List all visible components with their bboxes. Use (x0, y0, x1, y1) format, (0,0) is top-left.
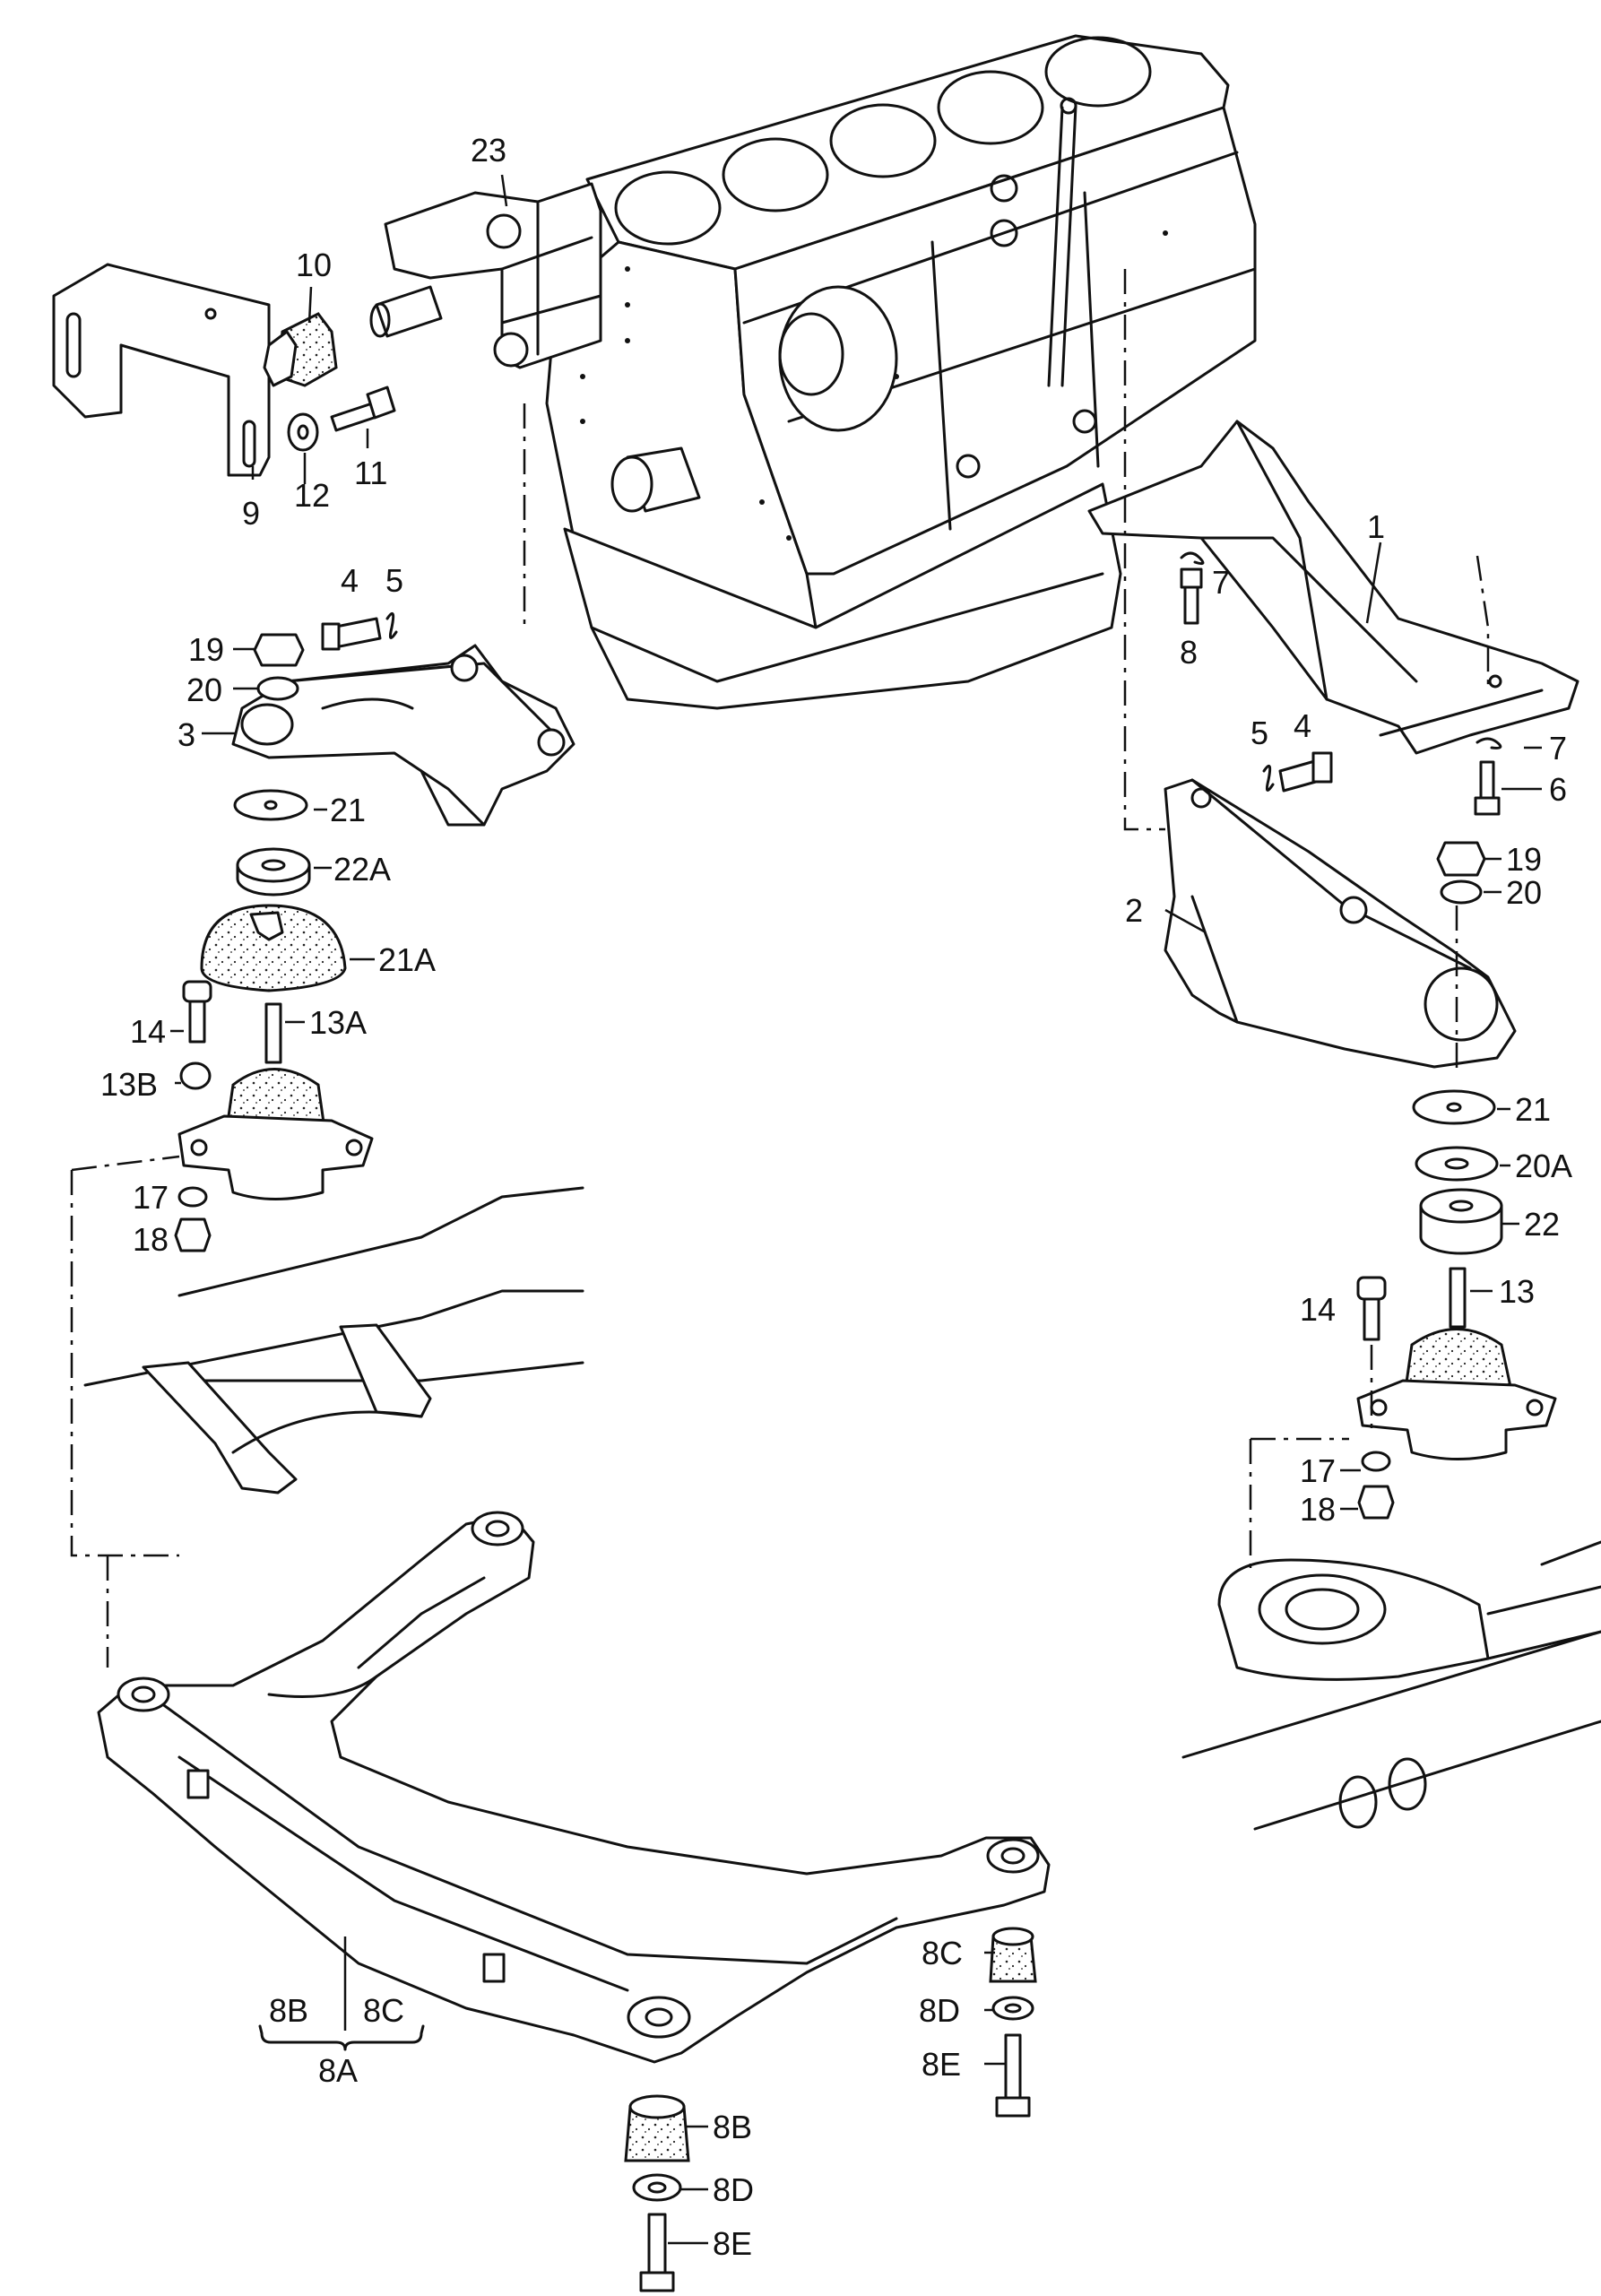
nut-19-left (253, 633, 305, 667)
assembly-lines (70, 269, 1490, 1668)
callout-4-left: 4 (341, 562, 359, 599)
right-body-rail (1181, 1540, 1601, 1831)
callout-6: 6 (1549, 771, 1567, 808)
bushing-8C (989, 1927, 1037, 1983)
callout-8D-right: 8D (919, 1992, 960, 2029)
callout-18-left: 18 (133, 1221, 169, 1258)
callout-9: 9 (242, 495, 260, 532)
callout-18-right: 18 (1300, 1491, 1336, 1528)
washer-21-right (1412, 1089, 1496, 1125)
spacer-22A (236, 847, 311, 897)
subframe-8A (97, 1511, 1051, 2064)
callout-1: 1 (1367, 508, 1385, 545)
bolt-8 (1180, 568, 1203, 625)
engine-mount-13A (177, 1002, 374, 1200)
left-engine-bracket-3 (231, 644, 575, 827)
left-upper-bracket (369, 182, 602, 369)
callout-13A: 13A (309, 1004, 367, 1041)
callout-20-right: 20 (1506, 874, 1542, 911)
callout-21A: 21A (378, 941, 436, 978)
callout-23: 23 (471, 132, 506, 169)
rubber-bushing-10 (263, 312, 338, 387)
callout-8C-right: 8C (922, 1935, 963, 1971)
right-upper-bracket-1 (1087, 420, 1579, 755)
clip-5-right (1262, 764, 1275, 792)
right-engine-bracket-2 (1164, 778, 1517, 1069)
engine-block (545, 34, 1257, 710)
callout-19-right: 19 (1506, 841, 1542, 878)
callout-8C-bracket: 8C (363, 1992, 404, 2029)
callout-8B-bracket: 8B (269, 1992, 308, 2029)
callout-5-right: 5 (1251, 715, 1268, 751)
callout-7-lower: 7 (1549, 730, 1567, 767)
callout-13: 13 (1499, 1273, 1535, 1310)
washer-20-right (1440, 879, 1483, 905)
callout-8: 8 (1180, 634, 1198, 671)
callout-8E-right: 8E (922, 2046, 961, 2083)
callout-4-right: 4 (1294, 707, 1311, 744)
washer-17-left (177, 1186, 208, 1208)
callout-22: 22 (1524, 1206, 1560, 1243)
bolt-14-left (182, 980, 212, 1044)
heat-shield (52, 263, 271, 477)
engine-mount-13 (1356, 1267, 1557, 1460)
callout-19-left: 19 (188, 631, 224, 668)
washer-17-right (1361, 1451, 1391, 1472)
nut-18-left (174, 1217, 212, 1252)
callout-22A: 22A (333, 851, 391, 888)
bolt-4-right (1278, 751, 1333, 793)
callout-7-upper: 7 (1212, 564, 1230, 601)
callout-3: 3 (177, 716, 195, 753)
washer-12 (287, 412, 319, 452)
washer-8D-center (632, 2173, 682, 2202)
callout-8D-center: 8D (713, 2171, 754, 2208)
nut-18-right (1357, 1485, 1395, 1520)
clip-7-lower (1476, 737, 1502, 749)
nut-19-right (1436, 841, 1486, 877)
callout-12: 12 (294, 477, 330, 514)
callout-14-left: 14 (130, 1013, 166, 1050)
callout-21-right: 21 (1515, 1091, 1551, 1128)
washer-21-left (233, 789, 308, 821)
callout-13B: 13B (100, 1066, 158, 1103)
callout-21-left: 21 (330, 792, 366, 828)
leader-lines (170, 174, 1542, 2245)
bolt-11 (330, 386, 396, 432)
bolt-6 (1474, 760, 1501, 816)
nut-13B (179, 1061, 212, 1090)
callout-17-right: 17 (1300, 1452, 1336, 1489)
callout-14-right: 14 (1300, 1291, 1336, 1328)
spacer-22 (1419, 1188, 1503, 1255)
callout-20A: 20A (1515, 1148, 1572, 1184)
callout-8A: 8A (318, 2052, 358, 2089)
left-body-rail (83, 1186, 584, 1495)
clip-7-upper (1180, 551, 1205, 566)
callout-11: 11 (354, 455, 387, 491)
bolt-4-left (321, 617, 382, 651)
callout-10: 10 (296, 247, 332, 283)
bolt-8E-right (995, 2033, 1031, 2118)
bolt-14-right (1356, 1276, 1387, 1341)
bolt-8E-center (639, 2213, 675, 2292)
callout-8B-center: 8B (713, 2109, 752, 2145)
washer-20-left (256, 676, 299, 701)
bushing-8B (624, 2094, 690, 2162)
washer-20A (1415, 1146, 1499, 1182)
callout-8E-center: 8E (713, 2225, 752, 2262)
cover-21A (200, 904, 347, 992)
clip-5-left (385, 611, 398, 639)
callout-17-left: 17 (133, 1179, 169, 1216)
callout-labels: 23 10 9 12 11 4 5 19 20 3 21 22A 21A 13A… (100, 132, 1572, 2262)
washer-8D-right (991, 1996, 1034, 2021)
callout-2: 2 (1125, 892, 1143, 929)
callout-5-left: 5 (385, 562, 403, 599)
callout-20-left: 20 (186, 671, 222, 708)
